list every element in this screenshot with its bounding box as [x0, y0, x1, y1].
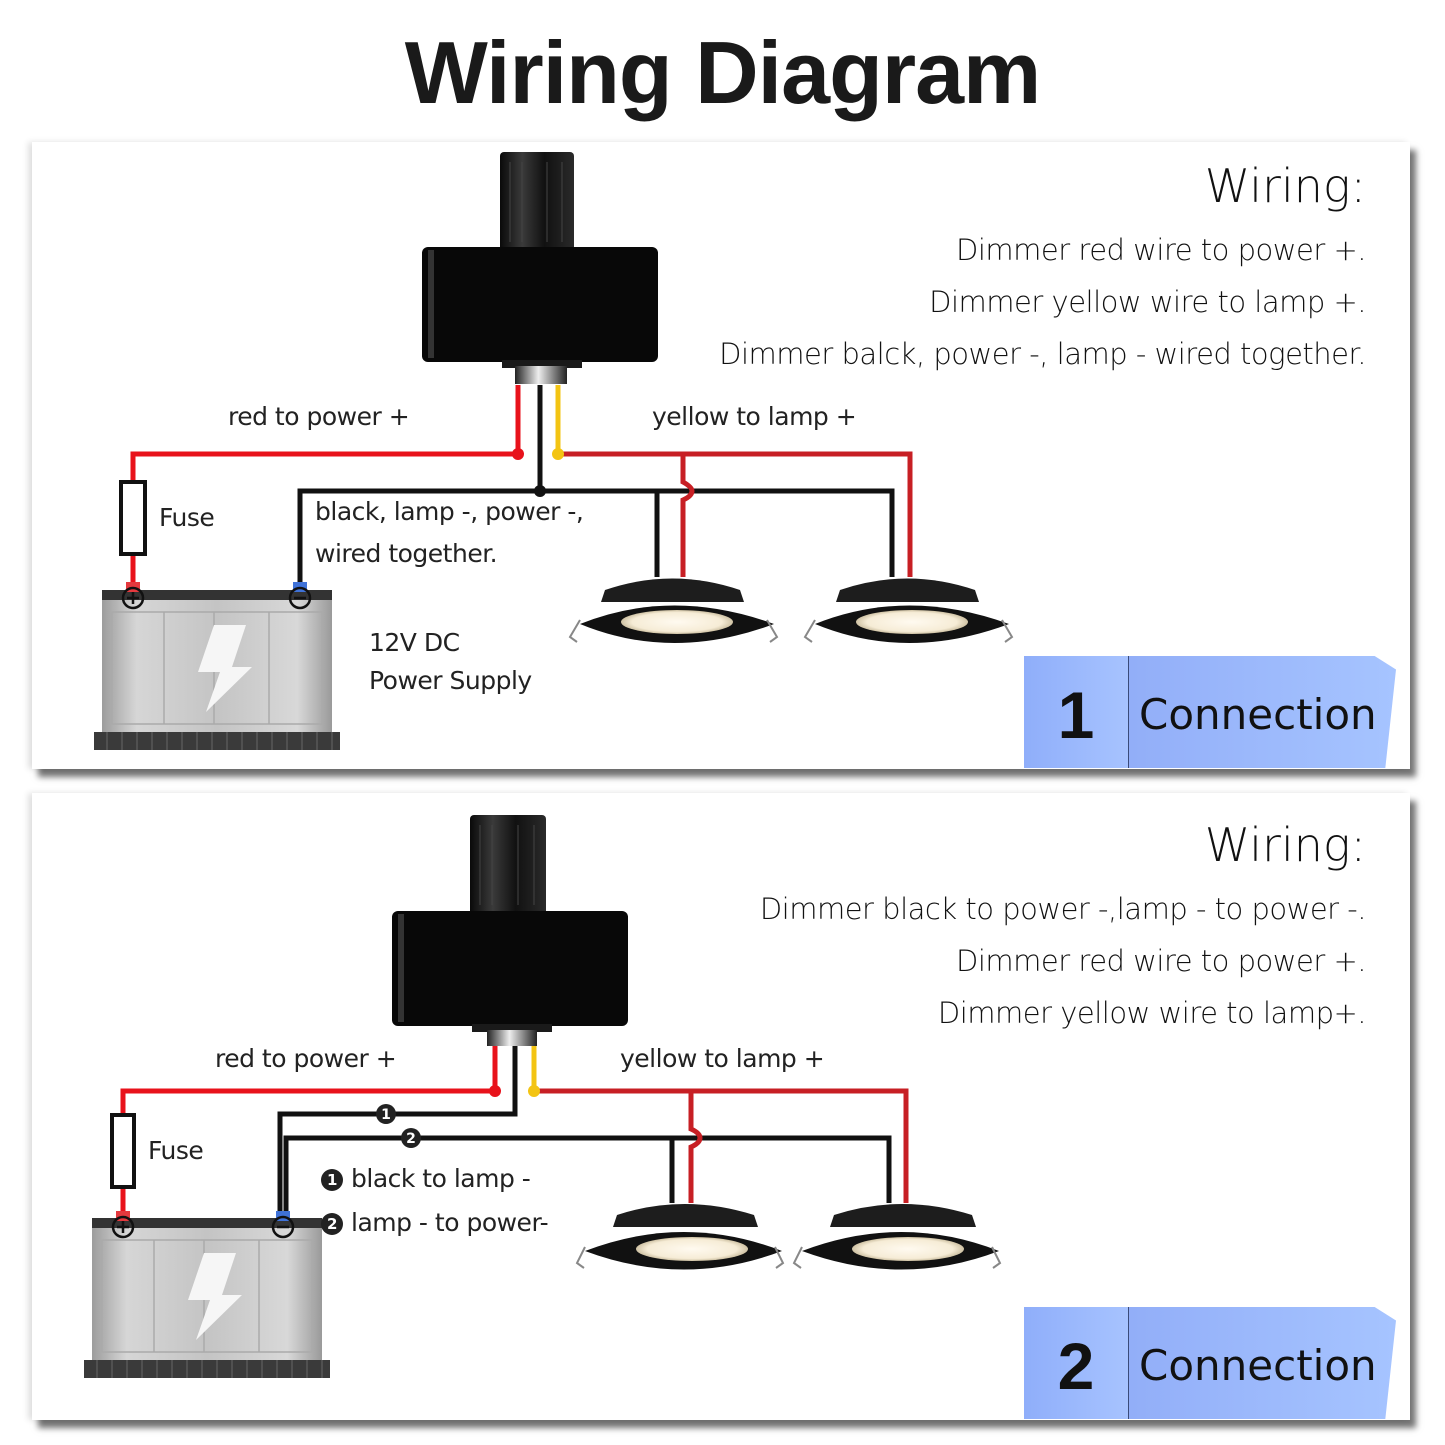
black-wire-label-2: wired together. — [315, 539, 498, 568]
minus-icon — [288, 586, 312, 610]
yellow-junction — [552, 448, 564, 460]
note-1-marker-icon: 1 — [321, 1169, 343, 1191]
fuse-label: Fuse — [148, 1136, 204, 1165]
note-2: 2 lamp - to power- — [321, 1208, 549, 1237]
connection-2-panel: 1 2 — [32, 793, 1410, 1420]
note-2-text: lamp - to power- — [351, 1208, 549, 1237]
red-wire-label: red to power + — [215, 1044, 397, 1073]
black-wire-label: black, lamp -, power -, — [315, 497, 584, 526]
plus-icon — [121, 586, 145, 610]
yellow-junction — [528, 1085, 540, 1097]
black-wire-lamps — [540, 488, 895, 577]
badge-number: 1 — [1057, 678, 1095, 752]
black-wire-2 — [283, 1135, 892, 1221]
fuse-label: Fuse — [159, 503, 215, 532]
downlight-lamp-1 — [568, 578, 779, 643]
lamp-red-wire — [558, 451, 913, 577]
dimmer-collar — [487, 1030, 537, 1046]
badge-text: Connection — [1139, 690, 1377, 739]
connection-badge-2: 2 Connection — [1024, 1307, 1396, 1419]
power-supply-label: 12V DC — [369, 628, 460, 657]
fuse-icon — [119, 480, 147, 556]
lightning-bolt-icon — [198, 625, 252, 712]
connection-2-diagram: 1 2 — [84, 815, 1002, 1378]
black-wire — [297, 385, 543, 590]
marker-1-icon: 1 — [376, 1104, 396, 1124]
connection-badge-1: 1 Connection — [1024, 656, 1396, 768]
yellow-wire-label: yellow to lamp + — [620, 1044, 825, 1073]
wiring-heading: Wiring: — [1204, 159, 1366, 213]
black-wire-1 — [277, 1046, 518, 1221]
wiring-instructions: Wiring: Dimmer red wire to power +. Dimm… — [719, 158, 1366, 380]
note-1: 1 black to lamp - — [321, 1164, 531, 1193]
connection-1-panel: Wiring: Dimmer red wire to power +. Dimm… — [32, 142, 1410, 769]
svg-text:1: 1 — [381, 1107, 391, 1123]
red-junction — [489, 1085, 501, 1097]
note-2-marker-icon: 2 — [321, 1213, 343, 1235]
wiring-heading: Wiring: — [1204, 818, 1366, 872]
svg-text:2: 2 — [406, 1131, 416, 1147]
connection-1-diagram — [94, 152, 1014, 750]
dimmer-switch — [392, 815, 628, 1046]
power-supply-label-2: Power Supply — [369, 666, 532, 695]
wiring-step: Dimmer balck, power -, lamp - wired toge… — [719, 337, 1366, 371]
wiring-step: Dimmer yellow wire to lamp+. — [937, 996, 1367, 1030]
fuse-icon — [110, 1113, 136, 1189]
badge-number: 2 — [1057, 1329, 1095, 1403]
red-wire — [120, 1046, 498, 1115]
dimmer-collar — [515, 366, 567, 384]
wiring-step: Dimmer red wire to power +. — [956, 944, 1366, 978]
battery-icon — [94, 582, 340, 750]
wiring-instructions: Wiring: Dimmer black to power -,lamp - t… — [759, 817, 1367, 1039]
dimmer-body — [392, 911, 628, 1026]
dimmer-switch — [422, 152, 658, 384]
dimmer-knob — [500, 152, 574, 252]
wiring-step: Dimmer black to power -,lamp - to power … — [759, 892, 1367, 926]
lightning-bolt-icon — [188, 1253, 242, 1340]
marker-2-icon: 2 — [401, 1128, 421, 1148]
wiring-step: Dimmer yellow wire to lamp +. — [929, 285, 1366, 319]
downlight-lamp-1 — [575, 1204, 785, 1270]
red-junction — [512, 448, 524, 460]
wiring-step: Dimmer red wire to power +. — [956, 233, 1366, 267]
plus-icon — [111, 1215, 135, 1239]
black-junction — [534, 485, 546, 497]
downlight-lamp-2 — [803, 578, 1014, 643]
dimmer-body — [422, 247, 658, 362]
battery-icon — [84, 1211, 330, 1378]
minus-icon — [271, 1215, 295, 1239]
red-wire-label: red to power + — [228, 402, 410, 431]
dimmer-knob — [470, 815, 546, 915]
note-1-text: black to lamp - — [351, 1164, 531, 1193]
yellow-wire-label: yellow to lamp + — [652, 402, 857, 431]
lamp-red-wire — [534, 1088, 909, 1203]
badge-text: Connection — [1139, 1341, 1377, 1390]
page-title: Wiring Diagram — [404, 23, 1042, 122]
downlight-lamp-2 — [792, 1204, 1002, 1270]
red-wire — [130, 385, 521, 482]
